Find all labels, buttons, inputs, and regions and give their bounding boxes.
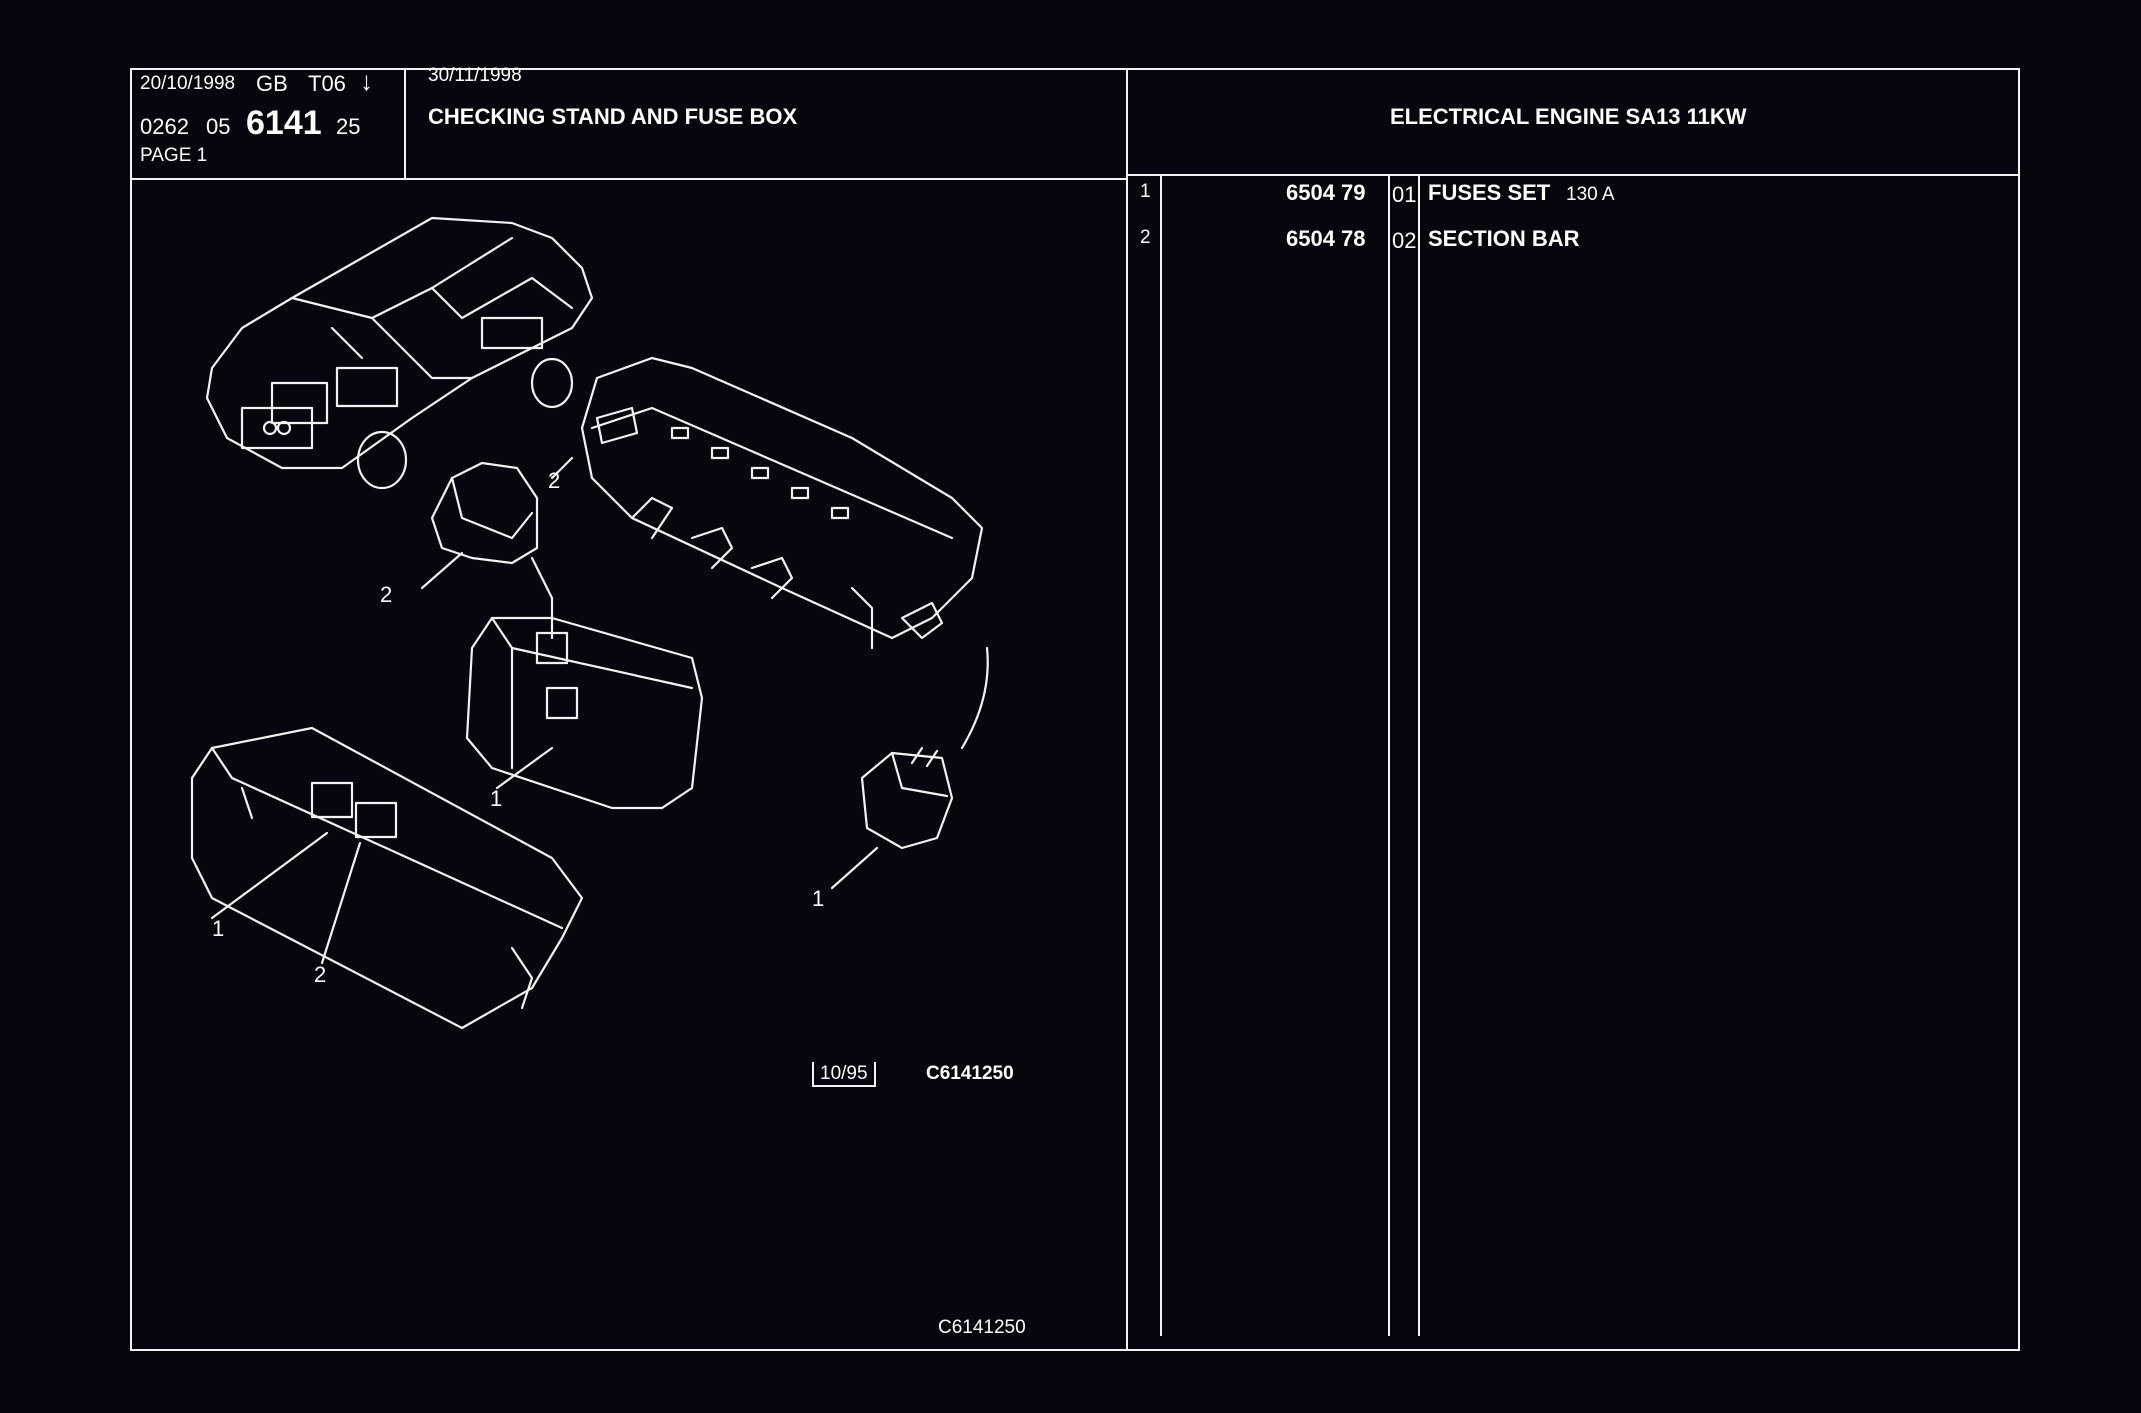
callout-label: 1 <box>490 786 503 811</box>
part-description: SECTION BAR <box>1428 226 1580 251</box>
header-divider-right <box>1128 174 2020 176</box>
center-divider <box>1126 70 1128 1351</box>
header-ref-a: 0262 <box>140 114 189 139</box>
leader-line <box>320 841 362 965</box>
header-ref-b: 05 <box>206 114 231 139</box>
col-line-item <box>1160 176 1162 1336</box>
leader-line <box>420 551 464 590</box>
down-arrow-icon: ↓ <box>360 66 373 96</box>
callout-label: 2 <box>314 962 327 987</box>
diagram-svg <box>190 216 989 1030</box>
footer-code: C6141250 <box>938 1317 1026 1338</box>
callout-label: 2 <box>380 582 393 607</box>
header-vsep <box>404 70 406 178</box>
fuse-holder-middle <box>465 616 704 810</box>
main-fuse-box <box>580 356 984 650</box>
part-quantity: 02 <box>1392 228 1417 253</box>
leader-line <box>830 846 879 890</box>
leader-line <box>550 456 574 480</box>
header-divider-left <box>132 178 1128 180</box>
part-description-suffix: 130 A <box>1566 184 1615 205</box>
fuse-connector-right <box>860 646 989 850</box>
header-page: PAGE 1 <box>140 145 208 166</box>
leader-line <box>495 746 554 790</box>
callout-label: 1 <box>212 916 225 941</box>
page-title: CHECKING STAND AND FUSE BOX <box>428 104 798 129</box>
callout-label: 2 <box>548 468 561 493</box>
item-number: 2 <box>1140 227 1151 248</box>
col-line-partno <box>1388 176 1390 1336</box>
fuse-cover-small <box>430 461 554 640</box>
header-lang: GB <box>256 71 288 96</box>
part-description: FUSES SET <box>1428 180 1551 205</box>
callout-label: 1 <box>812 886 825 911</box>
drawing-ref-date: 10/95 <box>812 1062 876 1087</box>
header-date-2: 30/11/1998 <box>428 65 522 86</box>
section-title: ELECTRICAL ENGINE SA13 11KW <box>1390 104 1747 129</box>
part-number: 6504 79 <box>1286 180 1366 205</box>
exploded-diagram: 2 2 1 1 1 2 10/95 C6141250 <box>132 178 1126 1348</box>
part-number: 6504 78 <box>1286 226 1366 251</box>
col-line-qty <box>1418 176 1420 1336</box>
parts-sheet: 20/10/1998 GB T06 ↓ 0262 05 6141 25 PAGE… <box>130 65 2020 1351</box>
leader-line <box>210 831 329 920</box>
part-quantity: 01 <box>1392 182 1417 207</box>
drawing-ref-code: C6141250 <box>926 1063 1014 1084</box>
header-ref-main: 6141 <box>246 104 322 142</box>
car-illustration <box>205 216 594 490</box>
item-number: 1 <box>1140 181 1151 202</box>
header-date: 20/10/1998 <box>140 73 236 94</box>
header-ref-c: 25 <box>336 114 361 139</box>
header-code: T06 <box>308 71 346 96</box>
fuse-box-lower <box>190 726 584 1030</box>
